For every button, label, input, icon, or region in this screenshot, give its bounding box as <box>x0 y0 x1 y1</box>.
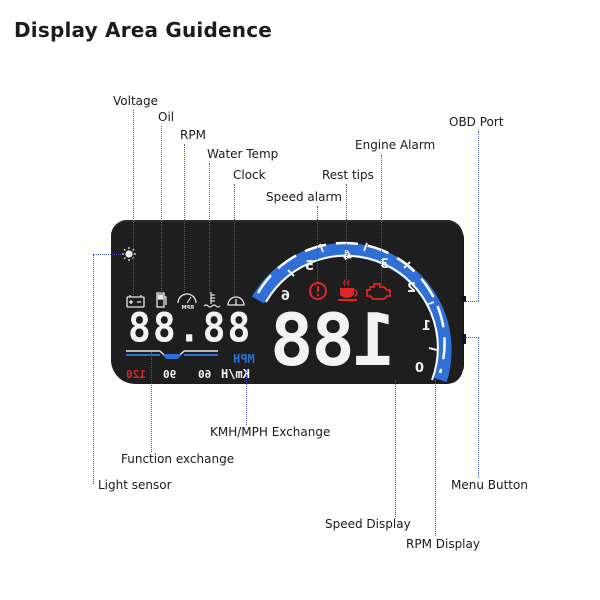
svg-text:2: 2 <box>407 281 416 296</box>
clock-icon <box>227 296 245 306</box>
label-menu-button: Menu Button <box>451 478 528 492</box>
label-rest-tips: Rest tips <box>322 168 374 182</box>
leader-speed-alarm <box>317 206 318 284</box>
leader-light-sensor <box>93 254 94 484</box>
leader-rpm-display <box>435 380 436 536</box>
label-rpm-display: RPM Display <box>406 537 480 551</box>
speed-alarm-icon <box>309 282 327 300</box>
rpm-gauge <box>251 241 452 383</box>
leader-oil <box>161 126 162 293</box>
leader-menu-button <box>478 337 479 477</box>
leader-rest-tips <box>346 184 347 284</box>
svg-text:RPM: RPM <box>181 305 194 311</box>
label-oil: Oil <box>158 110 175 124</box>
svg-text:4: 4 <box>343 249 352 264</box>
function-readout: 88.88 <box>126 304 251 352</box>
leader-voltage <box>133 110 134 295</box>
leader-kmh-mph <box>246 370 247 425</box>
rpm-scale: 6 5 4 3 2 1 0 <box>281 249 431 376</box>
unit-mph: MPH <box>233 352 255 366</box>
label-light-sensor: Light sensor <box>98 478 172 492</box>
page-title: Display Area Guidence <box>14 18 273 42</box>
oil-fuel-icon <box>156 292 167 308</box>
unit-mph-text: MPH <box>233 352 255 366</box>
leader-menu-button-h <box>464 337 479 338</box>
speed-mark-90-text: 90 <box>163 368 177 381</box>
leader-function-exchange <box>151 352 152 452</box>
engine-alarm-icon <box>366 283 391 300</box>
speed-display-digits: 188 <box>272 298 397 382</box>
label-water-temp: Water Temp <box>207 147 279 161</box>
label-rpm: RPM <box>180 128 206 142</box>
label-engine-alarm: Engine Alarm <box>355 138 436 152</box>
speed-display: 188 <box>272 298 397 382</box>
function-readout-digits: 88.88 <box>126 304 251 352</box>
svg-text:3: 3 <box>380 257 389 272</box>
rpm-icon: RPM <box>177 293 197 311</box>
function-bar <box>126 350 218 359</box>
label-function-exchange: Function exchange <box>121 452 235 466</box>
svg-text:6: 6 <box>281 289 290 304</box>
svg-text:0: 0 <box>415 361 424 376</box>
label-clock: Clock <box>233 168 266 182</box>
rest-tips-coffee-icon <box>338 279 358 301</box>
svg-text:5: 5 <box>305 259 314 274</box>
menu-button[interactable] <box>462 334 466 344</box>
leader-obd-port <box>478 131 479 301</box>
label-kmh-mph-exchange: KMH/MPH Exchange <box>210 425 331 439</box>
leader-water-temp <box>209 163 210 293</box>
svg-text:1: 1 <box>422 319 431 334</box>
voltage-battery-icon <box>126 295 145 308</box>
leader-clock <box>234 184 235 296</box>
speed-mark-120-text: 120 <box>126 368 146 381</box>
label-obd-port: OBD Port <box>449 115 504 129</box>
speed-mark-60-text: 60 <box>198 368 212 381</box>
leader-light-sensor-h <box>93 254 121 255</box>
label-voltage: Voltage <box>113 94 159 108</box>
leader-rpm <box>184 144 185 296</box>
leader-speed-display <box>395 380 396 517</box>
speed-mark-60: 60 <box>198 368 211 381</box>
label-speed-alarm: Speed alarm <box>266 190 342 204</box>
water-temp-icon <box>203 292 221 308</box>
leader-obd-port-h <box>464 301 479 302</box>
light-sensor-icon <box>122 247 136 261</box>
speed-mark-120: 120 <box>126 368 146 381</box>
obd-port <box>462 296 466 302</box>
speed-mark-90: 90 <box>163 368 176 381</box>
label-speed-display: Speed Display <box>325 517 411 531</box>
leader-engine-alarm <box>381 155 382 285</box>
